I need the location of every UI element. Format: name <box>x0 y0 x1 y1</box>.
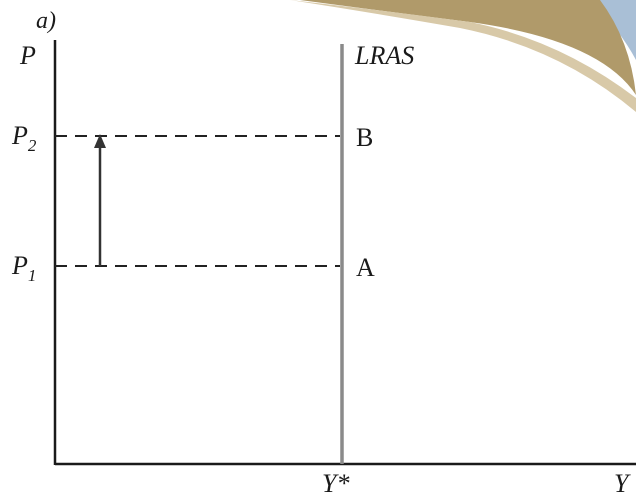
y-star-label: Y* <box>322 469 349 498</box>
x-axis-label: Y <box>614 469 631 498</box>
p2-label: P2 <box>11 121 37 155</box>
movement-arrow <box>94 134 106 266</box>
lras-label: LRAS <box>354 41 414 70</box>
point-b-label: B <box>356 123 373 152</box>
y-axis-label: P <box>19 41 36 70</box>
point-a-label: A <box>356 253 375 282</box>
panel-label: a) <box>36 8 56 34</box>
swoosh-gold <box>300 0 636 95</box>
p1-label: P1 <box>11 251 36 285</box>
